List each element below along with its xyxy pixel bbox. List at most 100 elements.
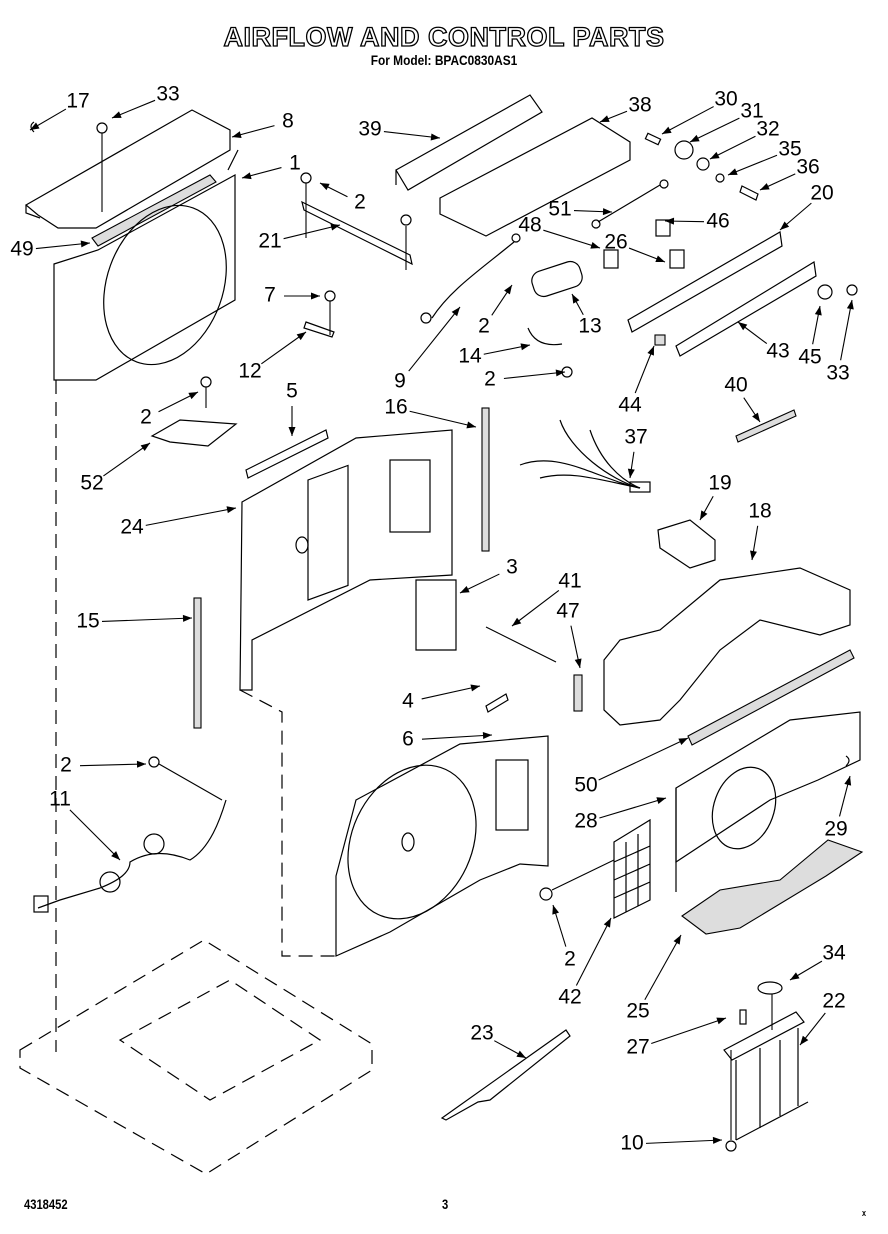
callout-label[interactable]: 7 bbox=[264, 284, 276, 307]
callout-51[interactable]: 51 bbox=[548, 198, 613, 221]
callout-52[interactable]: 52 bbox=[80, 442, 151, 495]
callout-label[interactable]: 1 bbox=[289, 152, 301, 175]
callout-label[interactable]: 5 bbox=[286, 380, 298, 403]
callout-label[interactable]: 2 bbox=[60, 754, 72, 777]
callout-label[interactable]: 45 bbox=[798, 346, 821, 369]
callout-5[interactable]: 5 bbox=[286, 380, 298, 436]
callout-label[interactable]: 51 bbox=[548, 198, 571, 221]
callout-label[interactable]: 52 bbox=[80, 472, 103, 495]
callout-label[interactable]: 14 bbox=[458, 345, 482, 368]
callout-label[interactable]: 30 bbox=[714, 88, 737, 111]
callout-48[interactable]: 48 bbox=[518, 214, 601, 249]
callout-21[interactable]: 21 bbox=[258, 223, 341, 253]
callout-36[interactable]: 36 bbox=[759, 156, 820, 191]
callout-33[interactable]: 33 bbox=[111, 83, 180, 119]
callout-label[interactable]: 18 bbox=[748, 500, 771, 523]
callout-39[interactable]: 39 bbox=[358, 118, 441, 141]
callout-label[interactable]: 50 bbox=[574, 774, 597, 797]
callout-label[interactable]: 15 bbox=[76, 610, 99, 633]
callout-label[interactable]: 33 bbox=[156, 83, 179, 106]
callout-11[interactable]: 11 bbox=[49, 788, 121, 861]
callout-label[interactable]: 16 bbox=[384, 396, 407, 419]
callout-label[interactable]: 39 bbox=[358, 118, 381, 141]
callout-label[interactable]: 42 bbox=[558, 986, 581, 1009]
callout-label[interactable]: 29 bbox=[824, 818, 847, 841]
callout-40[interactable]: 40 bbox=[724, 374, 761, 423]
callout-label[interactable]: 2 bbox=[140, 406, 152, 429]
callout-43[interactable]: 43 bbox=[737, 321, 790, 363]
callout-32[interactable]: 32 bbox=[709, 118, 780, 160]
callout-label[interactable]: 2 bbox=[564, 948, 576, 971]
callout-label[interactable]: 11 bbox=[49, 788, 71, 811]
callout-10[interactable]: 10 bbox=[620, 1132, 723, 1155]
callout-33[interactable]: 33 bbox=[826, 299, 854, 385]
callout-29[interactable]: 29 bbox=[824, 775, 852, 841]
callout-26[interactable]: 26 bbox=[604, 231, 666, 263]
callout-34[interactable]: 34 bbox=[789, 942, 846, 981]
callout-label[interactable]: 22 bbox=[822, 990, 845, 1013]
callout-12[interactable]: 12 bbox=[238, 331, 307, 383]
callout-37[interactable]: 37 bbox=[624, 426, 648, 479]
callout-label[interactable]: 27 bbox=[626, 1036, 649, 1059]
callout-label[interactable]: 17 bbox=[66, 90, 89, 113]
callout-label[interactable]: 2 bbox=[484, 368, 496, 391]
callout-label[interactable]: 13 bbox=[578, 315, 601, 338]
callout-label[interactable]: 8 bbox=[282, 110, 294, 133]
callout-label[interactable]: 21 bbox=[258, 230, 281, 253]
callout-35[interactable]: 35 bbox=[727, 138, 802, 176]
callout-46[interactable]: 46 bbox=[664, 210, 730, 233]
callout-2[interactable]: 2 bbox=[552, 904, 576, 971]
callout-label[interactable]: 2 bbox=[354, 191, 366, 214]
callout-label[interactable]: 44 bbox=[618, 394, 642, 417]
callout-50[interactable]: 50 bbox=[574, 737, 689, 797]
callout-label[interactable]: 40 bbox=[724, 374, 747, 397]
callout-23[interactable]: 23 bbox=[470, 1022, 527, 1059]
callout-13[interactable]: 13 bbox=[571, 293, 602, 338]
callout-2[interactable]: 2 bbox=[319, 182, 366, 214]
callout-label[interactable]: 32 bbox=[756, 118, 779, 141]
callout-31[interactable]: 31 bbox=[689, 100, 764, 143]
callout-15[interactable]: 15 bbox=[76, 610, 193, 633]
callout-2[interactable]: 2 bbox=[484, 368, 566, 391]
callout-9[interactable]: 9 bbox=[394, 306, 461, 393]
callout-label[interactable]: 36 bbox=[796, 156, 819, 179]
callout-41[interactable]: 41 bbox=[511, 570, 582, 627]
callout-label[interactable]: 4 bbox=[402, 690, 414, 713]
callout-label[interactable]: 25 bbox=[626, 1000, 649, 1023]
callout-14[interactable]: 14 bbox=[458, 343, 531, 368]
callout-49[interactable]: 49 bbox=[10, 238, 91, 261]
callout-6[interactable]: 6 bbox=[402, 728, 493, 751]
callout-7[interactable]: 7 bbox=[264, 284, 320, 307]
callout-19[interactable]: 19 bbox=[699, 472, 732, 521]
callout-label[interactable]: 6 bbox=[402, 728, 414, 751]
callout-47[interactable]: 47 bbox=[556, 600, 582, 669]
callout-2[interactable]: 2 bbox=[60, 754, 147, 777]
callout-27[interactable]: 27 bbox=[626, 1017, 727, 1059]
callout-label[interactable]: 37 bbox=[624, 426, 647, 449]
callout-22[interactable]: 22 bbox=[799, 990, 846, 1046]
callout-38[interactable]: 38 bbox=[599, 94, 652, 123]
callout-label[interactable]: 48 bbox=[518, 214, 541, 237]
callout-label[interactable]: 46 bbox=[706, 210, 729, 233]
callout-label[interactable]: 19 bbox=[708, 472, 731, 495]
callout-2[interactable]: 2 bbox=[478, 284, 513, 338]
callout-45[interactable]: 45 bbox=[798, 305, 822, 369]
callout-label[interactable]: 31 bbox=[740, 100, 763, 123]
callout-label[interactable]: 24 bbox=[120, 516, 144, 539]
callout-30[interactable]: 30 bbox=[661, 88, 738, 135]
callout-label[interactable]: 49 bbox=[10, 238, 33, 261]
callout-label[interactable]: 26 bbox=[604, 231, 627, 254]
callout-16[interactable]: 16 bbox=[384, 396, 477, 429]
callout-label[interactable]: 10 bbox=[620, 1132, 643, 1155]
callout-2[interactable]: 2 bbox=[140, 391, 199, 429]
callout-label[interactable]: 33 bbox=[826, 362, 849, 385]
callout-label[interactable]: 41 bbox=[558, 570, 581, 593]
callout-17[interactable]: 17 bbox=[29, 90, 90, 131]
callout-label[interactable]: 23 bbox=[470, 1022, 493, 1045]
callout-label[interactable]: 12 bbox=[238, 360, 261, 383]
callout-1[interactable]: 1 bbox=[241, 152, 301, 180]
callout-label[interactable]: 28 bbox=[574, 810, 597, 833]
callout-20[interactable]: 20 bbox=[779, 182, 834, 231]
callout-label[interactable]: 47 bbox=[556, 600, 579, 623]
callout-28[interactable]: 28 bbox=[574, 797, 667, 833]
